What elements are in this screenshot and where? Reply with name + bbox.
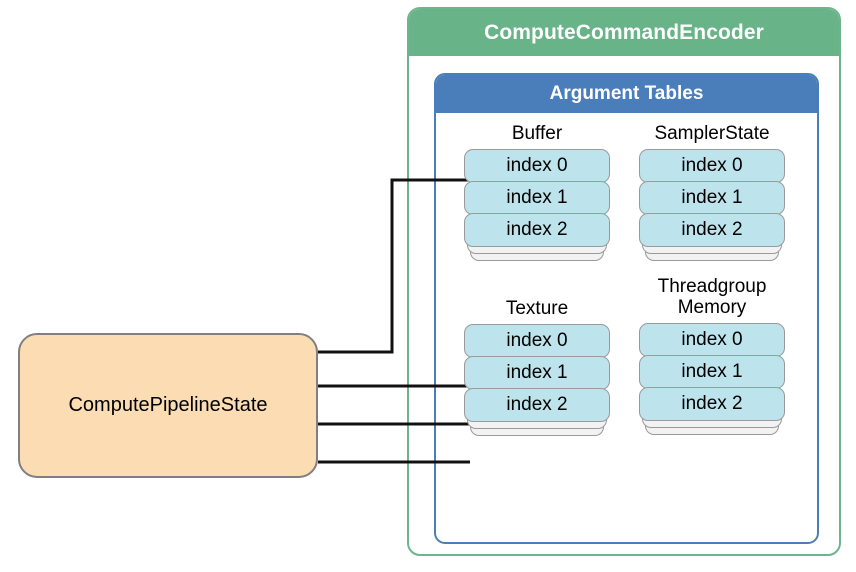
threadgroup-memory-index-2-label: index 2 [681,393,743,414]
argument-tables-container: Argument Tables Buffer index 0 [434,73,819,544]
compute-pipeline-state-label: ComputePipelineState [68,394,268,416]
samplerstate-index-2-label: index 2 [681,219,743,240]
argument-tables-title: Argument Tables [549,83,704,104]
argument-table-buffer-title: Buffer [464,123,610,144]
samplerstate-index-1-label: index 1 [681,187,743,208]
texture-index-0-label: index 0 [506,330,568,351]
compute-command-encoder-title: ComputeCommandEncoder [484,20,764,44]
argument-table-samplerstate-title-line-1: SamplerState [654,123,770,144]
threadgroup-memory-index-0-cell[interactable]: index 0 [639,323,785,357]
argument-table-texture-stack: index 0 index 1 index 2 [464,324,610,436]
threadgroup-memory-index-1-label: index 1 [681,361,743,382]
argument-tables-header: Argument Tables [436,75,817,113]
buffer-index-1-cell[interactable]: index 1 [464,181,610,215]
samplerstate-index-2-cell[interactable]: index 2 [639,213,785,247]
compute-command-encoder-container: ComputeCommandEncoder Argument Tables Bu… [407,7,841,556]
compute-pipeline-state-box[interactable]: ComputePipelineState [18,333,318,478]
argument-table-threadgroup-memory: Threadgroup Memory index 0 index 1 [639,276,785,435]
argument-table-threadgroup-memory-title: Threadgroup Memory [639,276,785,318]
buffer-index-0-cell[interactable]: index 0 [464,149,610,183]
argument-table-buffer: Buffer index 0 index 1 index 2 [464,123,610,261]
argument-table-texture-title: Texture [464,298,610,319]
argument-table-threadgroup-memory-stack: index 0 index 1 index 2 [639,323,785,435]
compute-command-encoder-header: ComputeCommandEncoder [409,9,839,56]
argument-table-buffer-title-line-1: Buffer [511,123,563,144]
argument-table-buffer-stack: index 0 index 1 index 2 [464,149,610,261]
texture-index-2-cell[interactable]: index 2 [464,388,610,422]
texture-index-2-label: index 2 [506,394,568,415]
argument-table-texture-title-line-1: Texture [505,298,569,319]
argument-table-threadgroup-memory-title-line-2: Memory [677,297,747,318]
argument-table-samplerstate: SamplerState index 0 index 1 index 2 [639,123,785,261]
threadgroup-memory-index-2-cell[interactable]: index 2 [639,387,785,421]
samplerstate-index-1-cell[interactable]: index 1 [639,181,785,215]
threadgroup-memory-index-0-label: index 0 [681,329,743,350]
argument-table-texture: Texture index 0 index 1 index 2 [464,298,610,436]
samplerstate-index-0-label: index 0 [681,155,743,176]
texture-index-1-label: index 1 [506,362,568,383]
texture-index-1-cell[interactable]: index 1 [464,356,610,390]
argument-table-threadgroup-memory-title-line-1: Threadgroup [657,276,767,297]
texture-index-0-cell[interactable]: index 0 [464,324,610,358]
argument-table-samplerstate-stack: index 0 index 1 index 2 [639,149,785,261]
argument-table-samplerstate-title: SamplerState [639,123,785,144]
threadgroup-memory-index-1-cell[interactable]: index 1 [639,355,785,389]
buffer-index-2-label: index 2 [506,219,568,240]
buffer-index-1-label: index 1 [506,187,568,208]
buffer-index-2-cell[interactable]: index 2 [464,213,610,247]
argument-tables-grid: Buffer index 0 index 1 index 2 [436,113,817,542]
samplerstate-index-0-cell[interactable]: index 0 [639,149,785,183]
buffer-index-0-label: index 0 [506,155,568,176]
